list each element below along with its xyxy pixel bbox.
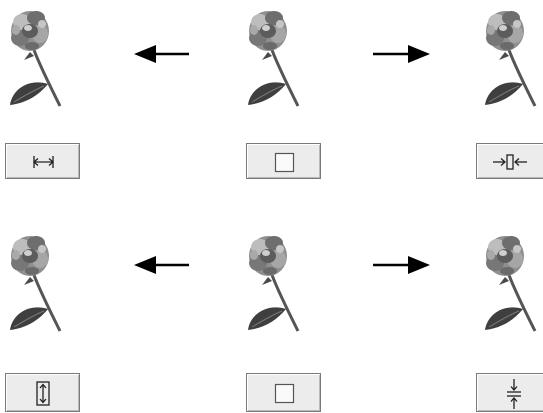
rose-image-right (483, 9, 537, 108)
arrow-right-icon (373, 45, 430, 63)
normal-size-icon (274, 383, 295, 404)
compress-horizontal-icon (493, 154, 527, 170)
stretch-horizontal-button[interactable] (5, 143, 80, 179)
arrow-left-icon (134, 256, 189, 274)
rose-image-center (246, 234, 300, 333)
compress-vertical-button[interactable] (476, 373, 543, 412)
compress-horizontal-button[interactable] (476, 143, 543, 179)
rose-image-left (8, 234, 62, 333)
stretch-vertical-icon (36, 381, 50, 406)
normal-size-button[interactable] (246, 143, 321, 179)
compress-vertical-icon (507, 379, 521, 409)
arrow-right-icon (373, 256, 430, 274)
stretch-vertical-button[interactable] (5, 373, 80, 412)
rose-image-center (246, 9, 300, 108)
arrow-left-icon (134, 45, 189, 63)
normal-size-icon (274, 152, 295, 173)
rose-image-right (483, 234, 537, 333)
normal-size-button[interactable] (246, 373, 321, 412)
stretch-horizontal-icon (33, 156, 54, 168)
rose-image-left (8, 9, 62, 108)
